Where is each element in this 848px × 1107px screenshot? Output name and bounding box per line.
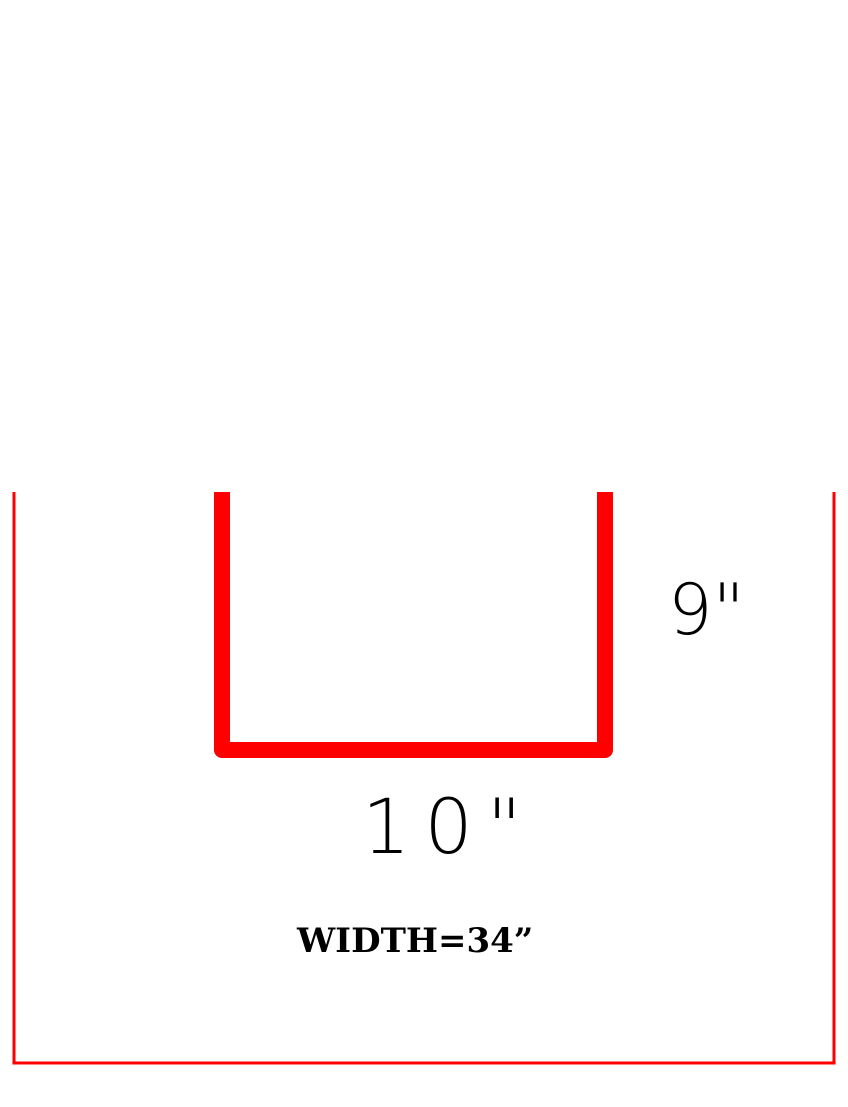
width-dimension-label: 10" (362, 782, 536, 871)
height-dimension-label: 9" (668, 569, 745, 651)
u-shape (214, 492, 613, 758)
total-width-label: WIDTH=34” (296, 921, 533, 961)
outer-outline (12, 492, 836, 1065)
